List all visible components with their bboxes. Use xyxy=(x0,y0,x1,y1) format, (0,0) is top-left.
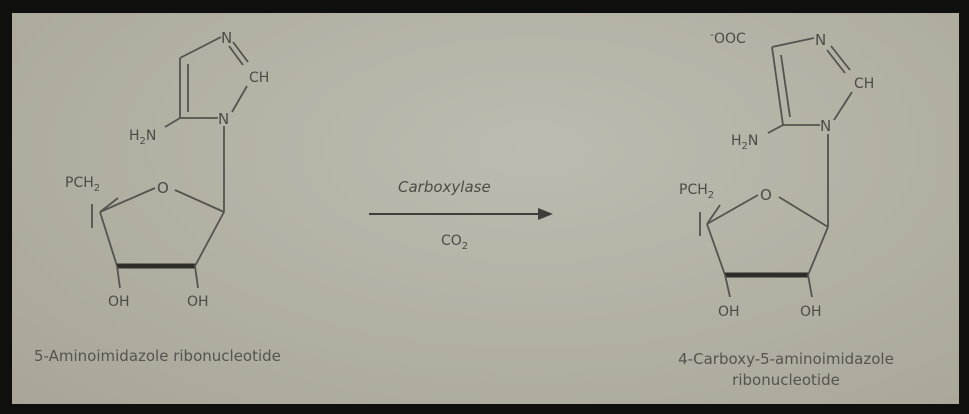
bond xyxy=(807,274,813,298)
bond xyxy=(179,36,222,59)
arrow-head xyxy=(538,208,553,220)
atom-label-ch: CH xyxy=(854,76,874,92)
bond xyxy=(99,197,119,213)
atom-label-ch: CH xyxy=(249,70,269,86)
bond xyxy=(767,124,784,134)
atom-label-n: N xyxy=(218,110,229,128)
atom-label-n: N xyxy=(820,117,831,135)
phosphomethyl-group: PCH2 xyxy=(679,182,714,201)
product-name-line2: ribonucleotide xyxy=(732,371,840,389)
amino-group: H2N xyxy=(129,128,156,147)
bond xyxy=(780,54,791,118)
atom-label-n: N xyxy=(815,31,826,49)
amino-group: H2N xyxy=(731,133,758,152)
bond xyxy=(826,49,846,74)
hydroxyl-label: OH xyxy=(718,304,740,320)
product-molecule: -OOC N CH N H2N PCH2 O OH OH xyxy=(679,28,874,320)
bond xyxy=(771,46,784,126)
bond xyxy=(194,211,225,267)
bond xyxy=(194,265,199,289)
bond xyxy=(231,85,248,113)
bond xyxy=(706,204,721,225)
bond xyxy=(99,211,118,267)
hydroxyl-label: OH xyxy=(800,304,822,320)
cofactor-label: CO2 xyxy=(441,233,468,252)
bond xyxy=(99,187,156,213)
carboxylate-group: -OOC xyxy=(710,28,746,47)
bond xyxy=(164,117,181,128)
product-name-line1: 4-Carboxy-5-aminoimidazole xyxy=(678,350,894,368)
bond xyxy=(724,274,731,298)
hydroxyl-label: OH xyxy=(187,294,209,310)
bond xyxy=(807,226,829,276)
bond xyxy=(771,37,815,48)
reactant-molecule: N CH N H2N PCH2 O OH OH xyxy=(65,29,269,310)
bond xyxy=(232,41,249,63)
atom-label-n: N xyxy=(221,29,232,47)
reaction-arrow xyxy=(369,208,553,220)
phosphomethyl-group: PCH2 xyxy=(65,175,100,194)
bond xyxy=(116,265,121,289)
bond xyxy=(228,45,244,66)
bond xyxy=(706,223,726,276)
enzyme-label: Carboxylase xyxy=(398,178,491,196)
hydroxyl-label: OH xyxy=(108,294,130,310)
reactant-name: 5-Aminoimidazole ribonucleotide xyxy=(34,347,281,365)
bond xyxy=(174,189,225,213)
bond xyxy=(830,45,851,71)
ring-oxygen: O xyxy=(157,179,169,197)
bond xyxy=(833,91,853,121)
bond xyxy=(778,196,829,228)
ring-oxygen: O xyxy=(760,186,772,204)
bond xyxy=(706,194,759,225)
